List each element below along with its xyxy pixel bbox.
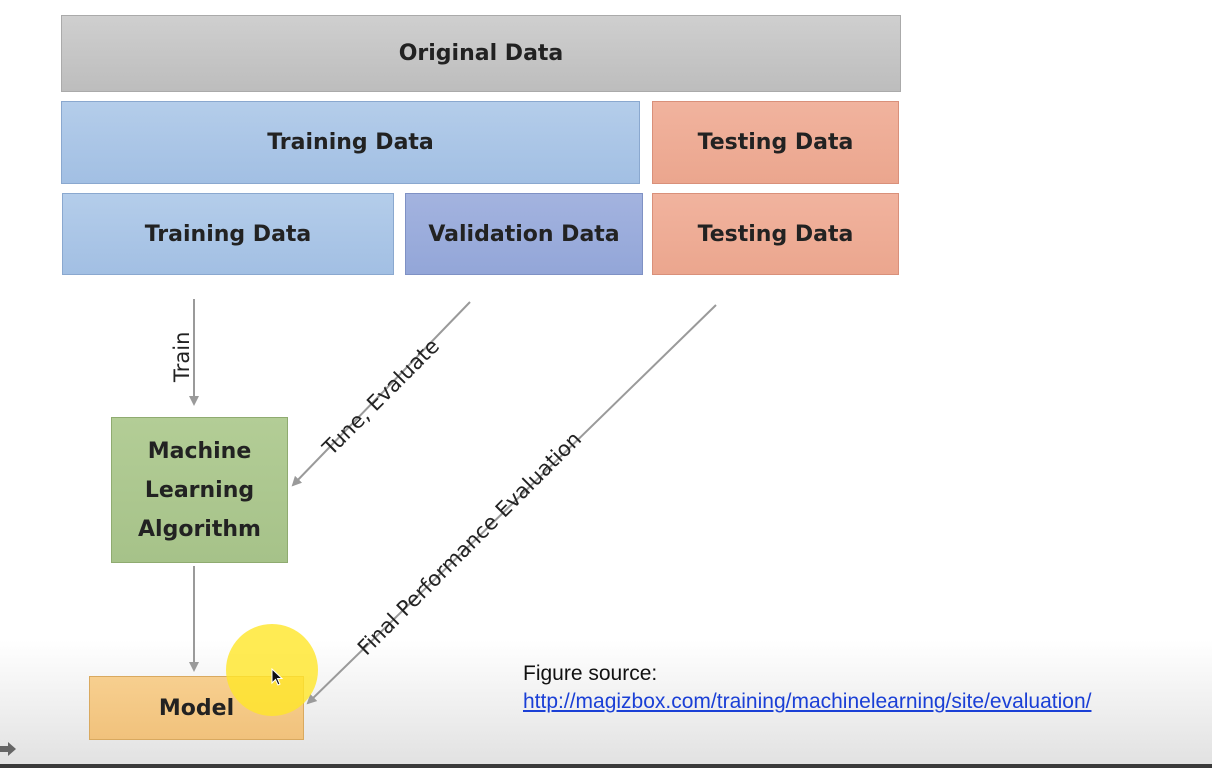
figure-caption: Figure source: http://magizbox.com/train…	[523, 660, 1091, 716]
training-data-box-top: Training Data	[61, 101, 640, 184]
testing-data-box: Testing Data	[652, 193, 899, 275]
validation-data-label: Validation Data	[428, 221, 620, 247]
ml-algorithm-line-3: Algorithm	[138, 516, 261, 542]
original-data-box: Original Data	[61, 15, 901, 92]
testing-data-label: Testing Data	[697, 221, 854, 247]
testing-data-box-top: Testing Data	[652, 101, 899, 184]
validation-data-box: Validation Data	[405, 193, 643, 275]
original-data-label: Original Data	[398, 41, 564, 66]
training-data-label-top: Training Data	[267, 130, 434, 155]
training-data-label: Training Data	[144, 221, 312, 247]
ml-algorithm-box: Machine Learning Algorithm	[111, 417, 288, 563]
ml-algorithm-line-2: Learning	[144, 477, 255, 503]
figure-source-link[interactable]: http://magizbox.com/training/machinelear…	[523, 690, 1092, 713]
player-arrow-icon[interactable]	[0, 740, 18, 758]
train-edge-label: Train	[170, 331, 194, 382]
cursor-icon	[271, 668, 284, 686]
final-evaluation-arrow	[306, 304, 717, 705]
figure-source-label: Figure source:	[523, 662, 658, 685]
tune-evaluate-arrow	[291, 301, 471, 487]
bottom-bar	[0, 764, 1212, 768]
model-label: Model	[158, 695, 235, 721]
training-data-box: Training Data	[62, 193, 394, 275]
ml-algorithm-line-1: Machine	[147, 438, 252, 464]
testing-data-label-top: Testing Data	[697, 130, 854, 155]
